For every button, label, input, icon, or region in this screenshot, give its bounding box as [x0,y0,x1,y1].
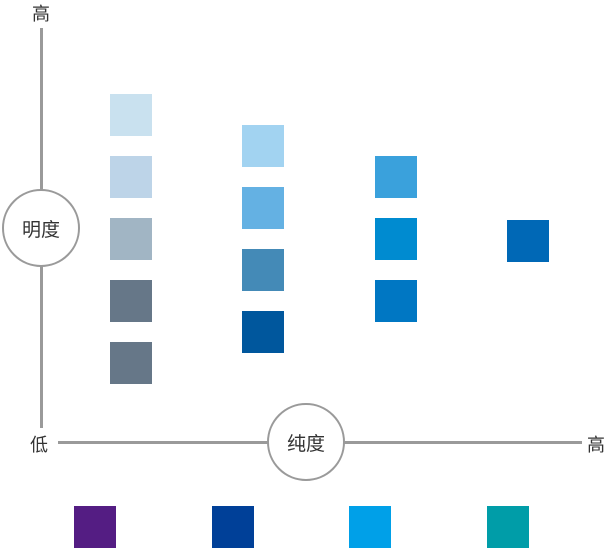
color-swatch [74,506,116,548]
color-square [507,220,549,262]
color-swatch [487,506,529,548]
color-square [375,280,417,322]
color-square [242,311,284,353]
color-square [242,249,284,291]
y-axis-high-label: 高 [32,4,50,25]
color-square [110,280,152,322]
x-axis-high-label: 高 [587,435,605,456]
color-swatch [212,506,254,548]
color-square [242,125,284,167]
color-square [110,218,152,260]
x-axis-low-label: 低 [30,435,48,456]
color-square [110,156,152,198]
color-square [110,342,152,384]
color-swatch [349,506,391,548]
saturation-axis-label: 纯度 [267,403,345,481]
color-square [375,156,417,198]
color-square [110,94,152,136]
brightness-axis-label: 明度 [2,189,80,267]
color-square [375,218,417,260]
color-square [242,187,284,229]
